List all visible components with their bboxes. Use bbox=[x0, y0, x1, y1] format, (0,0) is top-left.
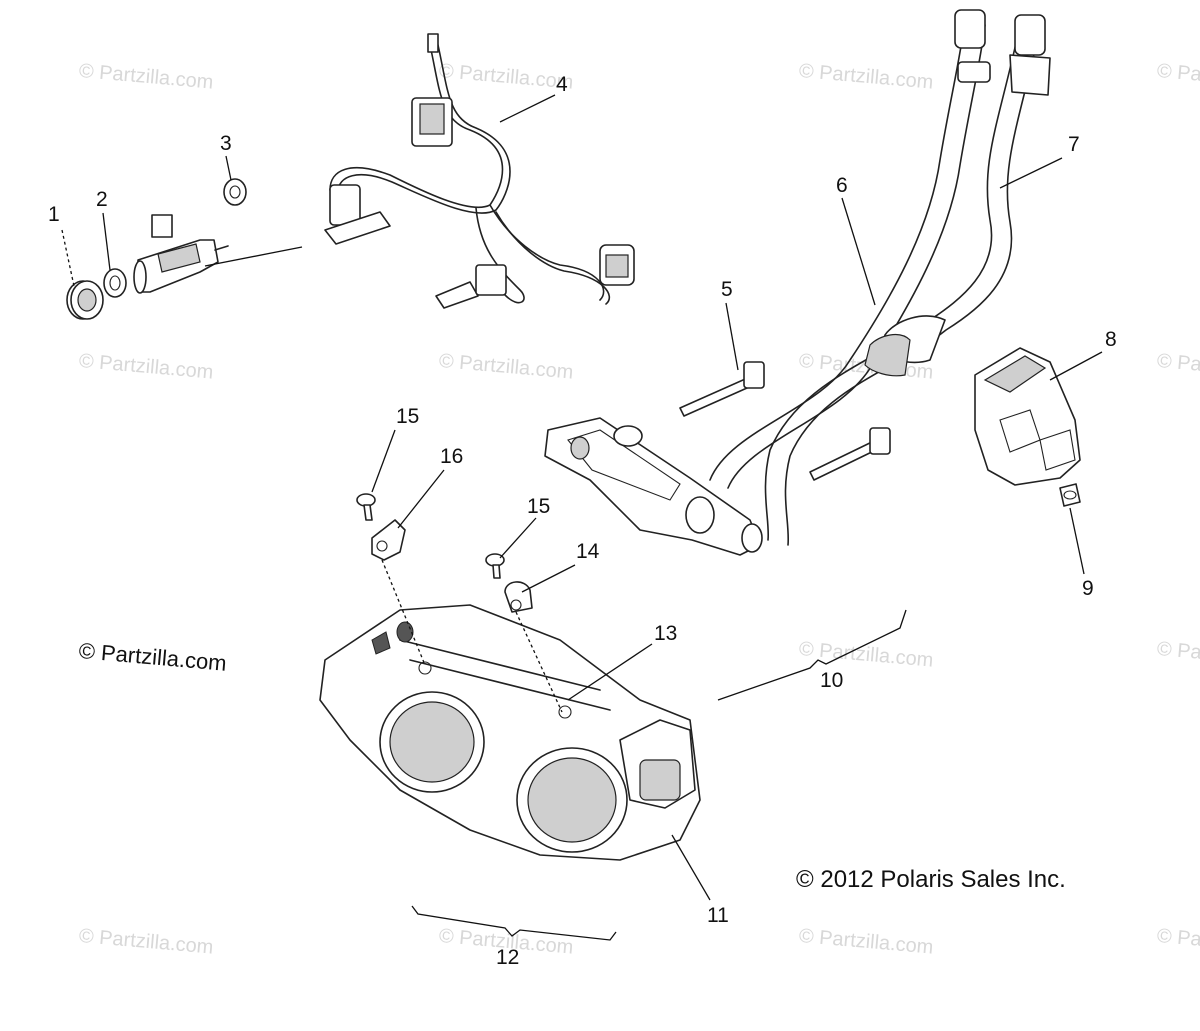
fuel-injector-part[interactable] bbox=[133, 214, 229, 294]
callout-15: 15 bbox=[527, 495, 551, 518]
bolt-part[interactable] bbox=[679, 361, 765, 417]
clip-part[interactable] bbox=[504, 581, 533, 613]
callout-4: 4 bbox=[556, 73, 568, 96]
callout-7: 7 bbox=[1068, 133, 1080, 156]
callout-5: 5 bbox=[721, 278, 733, 301]
throttle-body-part[interactable] bbox=[319, 604, 701, 861]
washer-part[interactable] bbox=[103, 268, 127, 298]
sensor-bracket-part[interactable] bbox=[974, 347, 1081, 486]
screw-part[interactable] bbox=[485, 553, 505, 579]
leader-lines bbox=[61, 94, 1103, 941]
callout-13: 13 bbox=[654, 622, 678, 645]
callout-10: 10 bbox=[820, 669, 844, 692]
o-ring-part[interactable] bbox=[223, 178, 247, 206]
fuel-hose-part[interactable] bbox=[709, 9, 991, 489]
callout-2: 2 bbox=[96, 188, 108, 211]
callout-3: 3 bbox=[220, 132, 232, 155]
assembly-line bbox=[204, 246, 303, 267]
wire-harness-part[interactable] bbox=[324, 33, 635, 309]
copyright-notice: © 2012 Polaris Sales Inc. bbox=[796, 866, 1066, 893]
callout-12: 12 bbox=[496, 946, 520, 969]
small-bolt-part[interactable] bbox=[1059, 483, 1081, 507]
callout-6: 6 bbox=[836, 174, 848, 197]
terminal-part[interactable] bbox=[371, 519, 406, 561]
bolt-part[interactable] bbox=[809, 427, 891, 481]
callout-1: 1 bbox=[48, 203, 60, 226]
callout-14: 14 bbox=[576, 540, 600, 563]
callout-9: 9 bbox=[1082, 577, 1094, 600]
callout-8: 8 bbox=[1105, 328, 1117, 351]
seal-part[interactable] bbox=[66, 280, 104, 320]
callout-11: 11 bbox=[707, 904, 729, 927]
fuel-hose-part[interactable] bbox=[764, 14, 1051, 546]
callout-15: 15 bbox=[396, 405, 420, 428]
callout-16: 16 bbox=[440, 445, 464, 468]
screw-part[interactable] bbox=[356, 493, 376, 521]
fuel-rail-part[interactable] bbox=[544, 417, 763, 556]
